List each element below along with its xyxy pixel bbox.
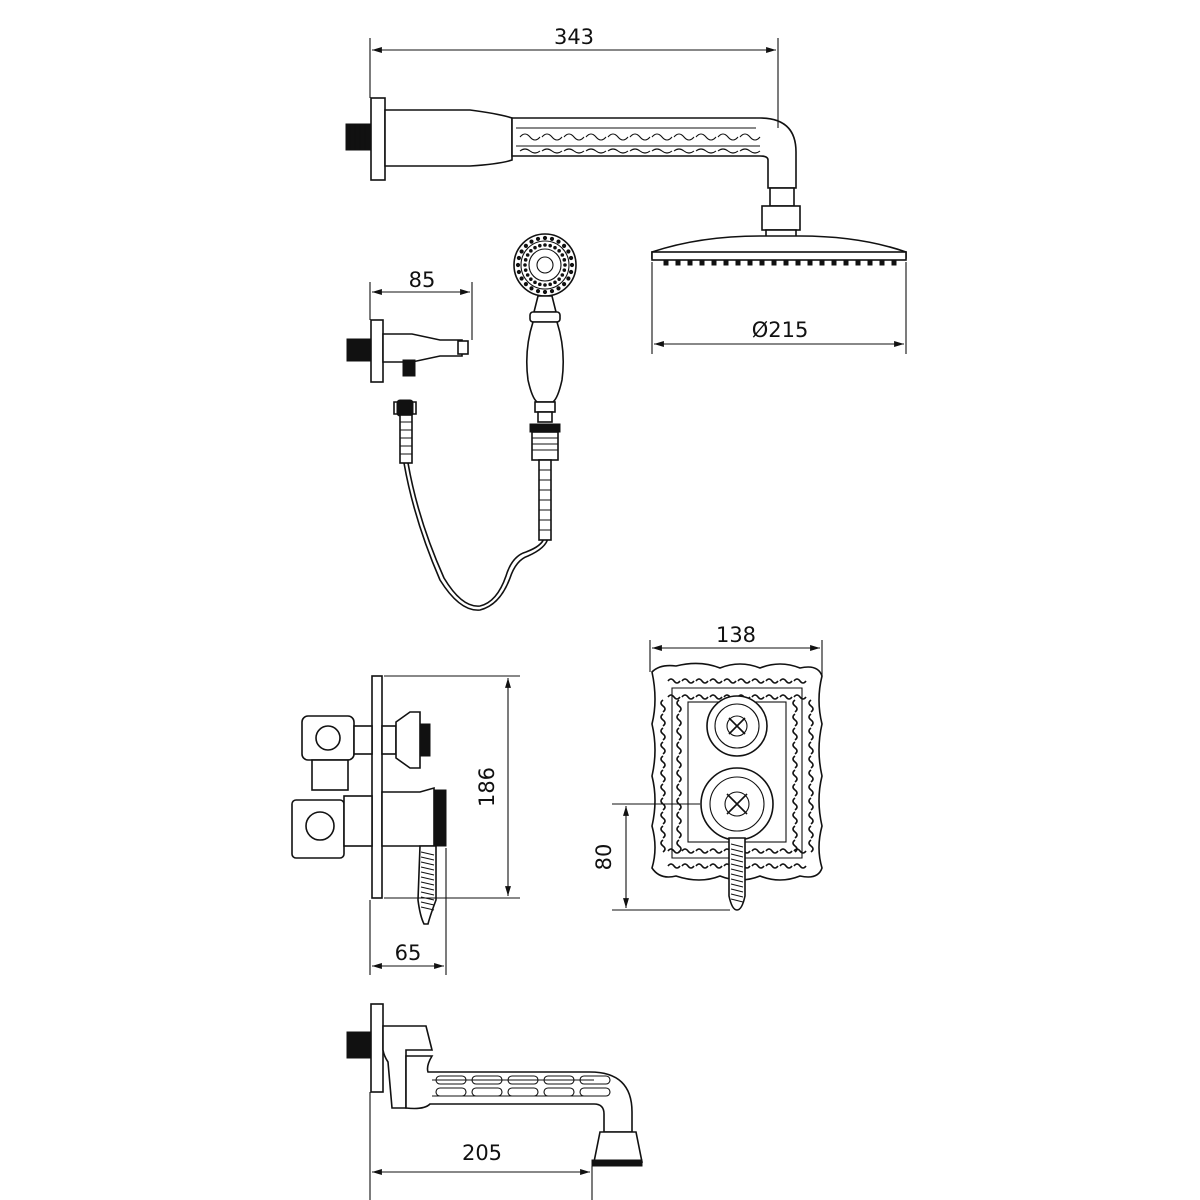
- wall-outlet-drawing: [346, 319, 469, 383]
- dimension-205: 205: [369, 1092, 593, 1200]
- dimension-label-205: 205: [462, 1141, 502, 1165]
- hand-shower-drawing: [513, 233, 577, 541]
- dimension-label-65: 65: [395, 941, 422, 965]
- lever-texture-front: [730, 843, 744, 903]
- dimension-label-343: 343: [554, 25, 594, 49]
- dimension-85: 85: [369, 268, 473, 340]
- hand-shower-nozzles: [515, 235, 575, 295]
- spout-drawing: [346, 1003, 643, 1167]
- shower-arm-drawing: [345, 97, 907, 266]
- dimension-138: 138: [649, 623, 823, 676]
- dimension-label-215: Ø215: [752, 318, 809, 342]
- dimension-label-186: 186: [475, 767, 499, 807]
- dimension-label-85: 85: [409, 268, 436, 292]
- dimension-186: 186: [384, 675, 520, 899]
- rain-head-nozzles: [663, 259, 897, 266]
- dimension-80: 80: [592, 803, 730, 911]
- dimension-215: Ø215: [651, 262, 907, 354]
- dimension-label-80: 80: [592, 844, 616, 871]
- mixer-side-view: [291, 675, 447, 925]
- spout-ornament: [435, 1075, 611, 1097]
- arm-ornament: [519, 133, 761, 154]
- dimension-label-138: 138: [716, 623, 756, 647]
- dimension-65: 65: [369, 848, 447, 975]
- mixer-front-view: [651, 662, 823, 911]
- dimension-343: 343: [369, 25, 779, 128]
- hose-drawing: [393, 399, 549, 611]
